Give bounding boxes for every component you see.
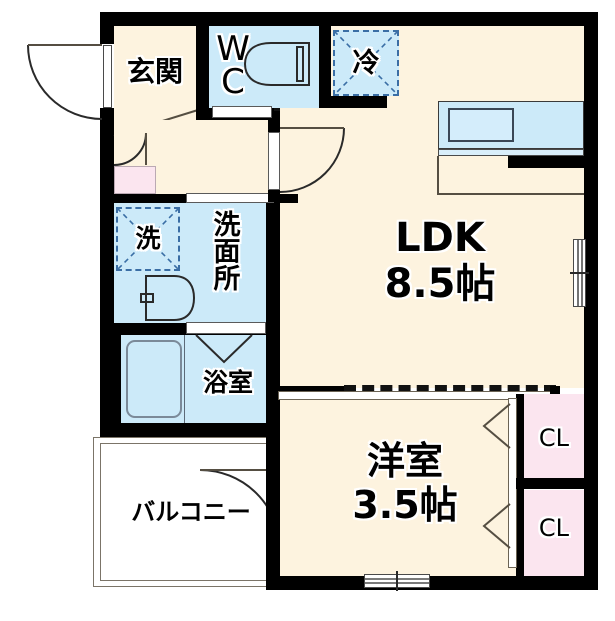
shoe-closet-door-swing (113, 132, 147, 166)
shoe-cabinet (114, 166, 156, 194)
balcony-inner-line (100, 443, 272, 581)
wall-corridor-bottom (114, 194, 188, 203)
wall-vanity-right (266, 203, 280, 437)
front-door-swing (27, 44, 103, 120)
wall-bottom-bedroom (266, 576, 598, 590)
ldk-label: LDK 8.5帖 (340, 215, 540, 307)
bedroom-name: 洋室 (366, 439, 443, 483)
wall-under-fridge (331, 96, 387, 108)
wall-bottom-left (100, 423, 278, 437)
wc-door-panel[interactable] (212, 106, 272, 118)
wall-wc-right (319, 26, 331, 108)
wall-between-closets (516, 478, 584, 489)
bathroom-right-zone (184, 335, 266, 423)
bedroom-label: 洋室 3.5帖 (320, 439, 490, 527)
kitchen-base-cabinet-outline (437, 156, 584, 195)
vanity-sink-icon (140, 275, 196, 321)
wall-left-upper (100, 12, 114, 44)
closet-upper-label: CL (538, 424, 570, 452)
closet-upper (524, 394, 584, 482)
ldk-bedroom-partition-wall (276, 386, 344, 391)
wall-bathroom-left (100, 335, 121, 425)
bathroom-door-panel[interactable] (186, 322, 266, 334)
closet-upper-door-marker (482, 403, 511, 449)
toilet-label: W C (209, 29, 257, 102)
toilet-floor (209, 26, 319, 108)
wall-top (100, 12, 598, 26)
entrance-label: 玄関 (126, 55, 183, 88)
vanity-label-line3: 所 (213, 264, 241, 295)
refrigerator-x-marker (333, 30, 399, 96)
bedroom-floor (280, 394, 516, 576)
balcony-label: バルコニー (131, 498, 251, 526)
washer-x-marker (116, 207, 180, 271)
front-door-panel[interactable] (103, 45, 112, 108)
wall-left-door-head (100, 108, 114, 120)
ldk-entry-door-panel[interactable] (268, 132, 280, 190)
washer-label: 洗 (135, 224, 161, 253)
kitchen-sink-basin (448, 108, 514, 142)
ldk-name: LDK (395, 215, 485, 261)
wall-genkan-wc (196, 26, 209, 136)
kitchen-counter-wall (508, 156, 584, 168)
ldk-window-mullions (570, 240, 589, 306)
wall-right (584, 12, 598, 590)
ldk-entry-door-swing (279, 127, 345, 193)
wall-bedroom-left (266, 423, 280, 590)
bedroom-window-mullions (365, 571, 429, 591)
toilet-label-line1: W (216, 29, 250, 69)
kitchen-counter-edge (438, 149, 584, 156)
vanity-door-panel[interactable] (186, 193, 274, 203)
vanity-label-line2: 面 (213, 237, 241, 268)
toilet-fixture-icon (243, 42, 310, 86)
closet-lower-label: CL (538, 514, 570, 542)
entrance-floor (114, 26, 196, 136)
wall-corridor-ldk-lower (268, 188, 280, 202)
closet-lower-door-marker (482, 503, 511, 549)
bathroom-folding-door-marker (195, 334, 253, 364)
vanity-label: 洗 面 所 (196, 212, 258, 293)
closet-lower (524, 490, 584, 576)
wall-corridor-ldk (268, 120, 280, 134)
ldk-bedroom-sliding-door[interactable] (344, 385, 556, 391)
bathroom-label: 浴室 (202, 368, 253, 397)
vanity-label-line1: 洗 (213, 210, 241, 241)
bedroom-size: 3.5帖 (352, 482, 458, 527)
bathtub (126, 340, 182, 418)
ldk-size: 8.5帖 (384, 261, 496, 307)
toilet-label-line2: C (221, 61, 245, 102)
refrigerator-label: 冷 (352, 48, 380, 79)
wall-corridor-bottom-right (274, 194, 298, 203)
